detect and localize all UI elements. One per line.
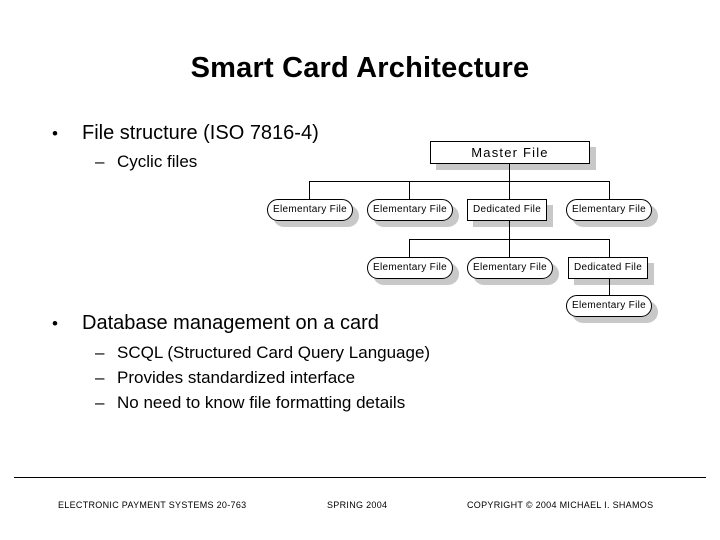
bullet-marker: •	[52, 314, 58, 333]
bullet-text: File structure (ISO 7816-4)	[82, 122, 319, 144]
sub-bullet-file-formatting: –No need to know file formatting details	[95, 393, 405, 413]
bullet-database-management: • Database management on a card	[52, 312, 379, 335]
sub-bullet-cyclic-files: –Cyclic files	[95, 152, 197, 172]
bullet-marker: •	[52, 124, 58, 143]
sub-bullet-marker: –	[95, 152, 105, 171]
connector-drop-r2c2	[409, 181, 410, 199]
sub-bullet-marker: –	[95, 393, 105, 412]
footer-copyright-label: COPYRIGHT © 2004 MICHAEL I. SHAMOS	[467, 500, 654, 510]
connector-drop-r3c2	[509, 239, 510, 258]
node-elementary-file-r4c1[interactable]: Elementary File	[566, 295, 652, 317]
sub-bullet-text: Provides standardized interface	[117, 368, 356, 387]
connector-r2c3-down	[509, 221, 510, 239]
node-master-file[interactable]: Master File	[430, 141, 590, 164]
node-elementary-file-r2c1[interactable]: Elementary File	[267, 199, 353, 221]
sub-bullet-scql: –SCQL (Structured Card Query Language)	[95, 343, 430, 363]
sub-bullet-marker: –	[95, 368, 105, 387]
connector-bus-row2	[309, 181, 610, 182]
sub-bullet-marker: –	[95, 343, 105, 362]
sub-bullet-standardized-interface: –Provides standardized interface	[95, 368, 355, 388]
page-title: Smart Card Architecture	[190, 52, 530, 84]
sub-bullet-text: No need to know file formatting details	[117, 393, 406, 412]
footer-term-label: SPRING 2004	[327, 500, 388, 510]
sub-bullet-text: SCQL (Structured Card Query Language)	[117, 343, 431, 362]
connector-master-down	[509, 164, 510, 181]
footer-course-label: ELECTRONIC PAYMENT SYSTEMS 20-763	[58, 500, 247, 510]
bullet-file-structure: • File structure (ISO 7816-4)	[52, 122, 319, 145]
node-elementary-file-r3c1[interactable]: Elementary File	[367, 257, 453, 279]
node-dedicated-file-r3c3[interactable]: Dedicated File	[568, 257, 648, 279]
connector-r3c3-down	[609, 279, 610, 296]
node-dedicated-file-r2c3[interactable]: Dedicated File	[467, 199, 547, 221]
connector-drop-r2c4	[609, 181, 610, 199]
connector-drop-r3c3	[609, 239, 610, 258]
node-elementary-file-r3c2[interactable]: Elementary File	[467, 257, 553, 279]
connector-drop-r2c3	[509, 181, 510, 199]
footer-divider	[14, 477, 706, 478]
node-elementary-file-r2c4[interactable]: Elementary File	[566, 199, 652, 221]
connector-drop-r2c1	[309, 181, 310, 199]
node-elementary-file-r2c2[interactable]: Elementary File	[367, 199, 453, 221]
connector-drop-r3c1	[409, 239, 410, 258]
bullet-text: Database management on a card	[82, 312, 379, 334]
sub-bullet-text: Cyclic files	[117, 152, 198, 171]
file-structure-tree-diagram: Master File Elementary File Elementary F…	[267, 141, 658, 323]
